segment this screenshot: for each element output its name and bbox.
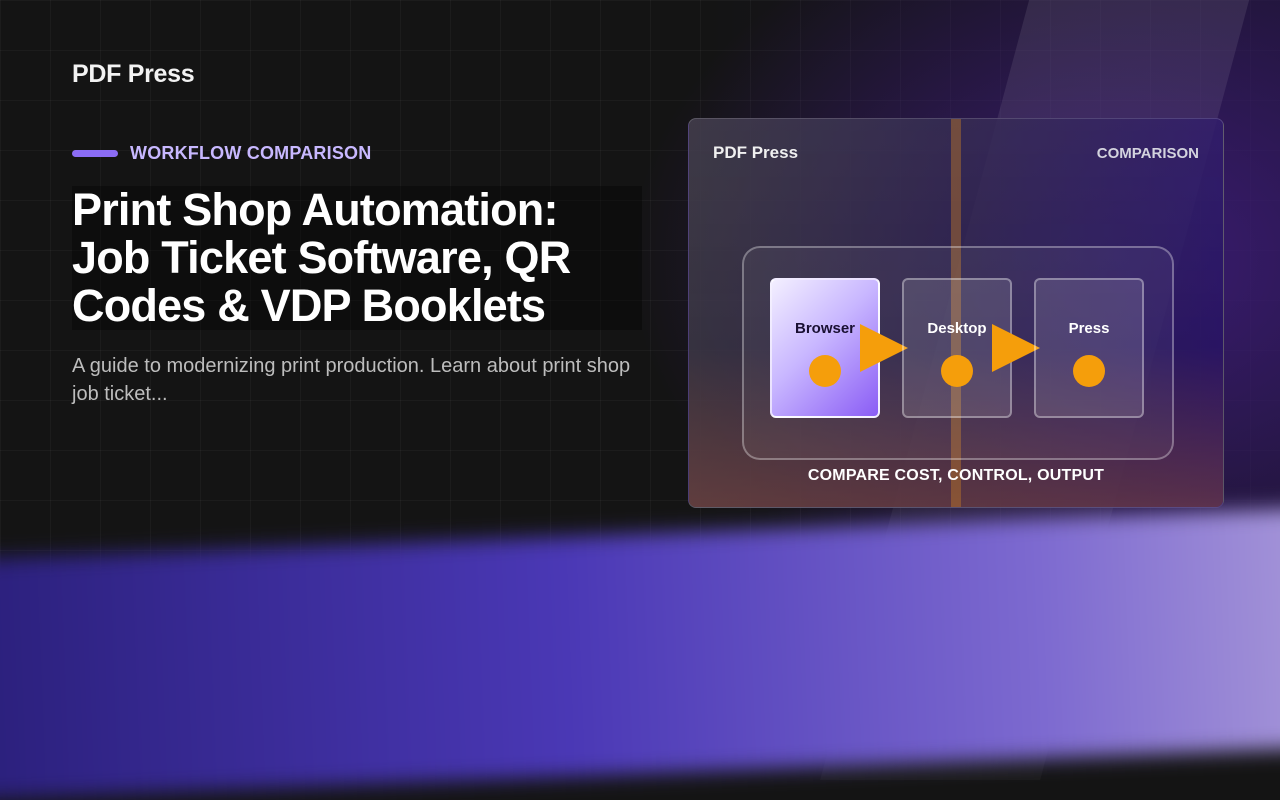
circle-dot-icon (1073, 355, 1105, 387)
step-label: Press (1068, 320, 1110, 337)
eyebrow-accent-pill (72, 150, 118, 157)
circle-dot-icon (941, 355, 973, 387)
card-tag: COMPARISON (1096, 145, 1199, 162)
page-subtitle: A guide to modernizing print production.… (72, 355, 631, 405)
step-label: Desktop (927, 320, 987, 337)
eyebrow-label: WORKFLOW COMPARISON (130, 143, 372, 163)
brand-logo-text: PDF Press (72, 60, 195, 88)
background-bottom-wave (0, 507, 1280, 800)
card-caption: COMPARE COST, CONTROL, OUTPUT (807, 467, 1105, 484)
step-press: Press (1034, 278, 1144, 418)
card-brand: PDF Press (713, 143, 799, 162)
step-label: Browser (794, 320, 856, 337)
card-vertical-stripe (951, 119, 961, 507)
play-triangle-icon (860, 324, 908, 372)
play-triangle-icon (992, 324, 1040, 372)
circle-dot-icon (809, 355, 841, 387)
page-title: Print Shop Automation: Job Ticket Softwa… (72, 186, 642, 330)
eyebrow: WORKFLOW COMPARISON (72, 143, 371, 164)
comparison-card: PDF Press COMPARISON Browser Desktop Pre… (688, 118, 1224, 508)
